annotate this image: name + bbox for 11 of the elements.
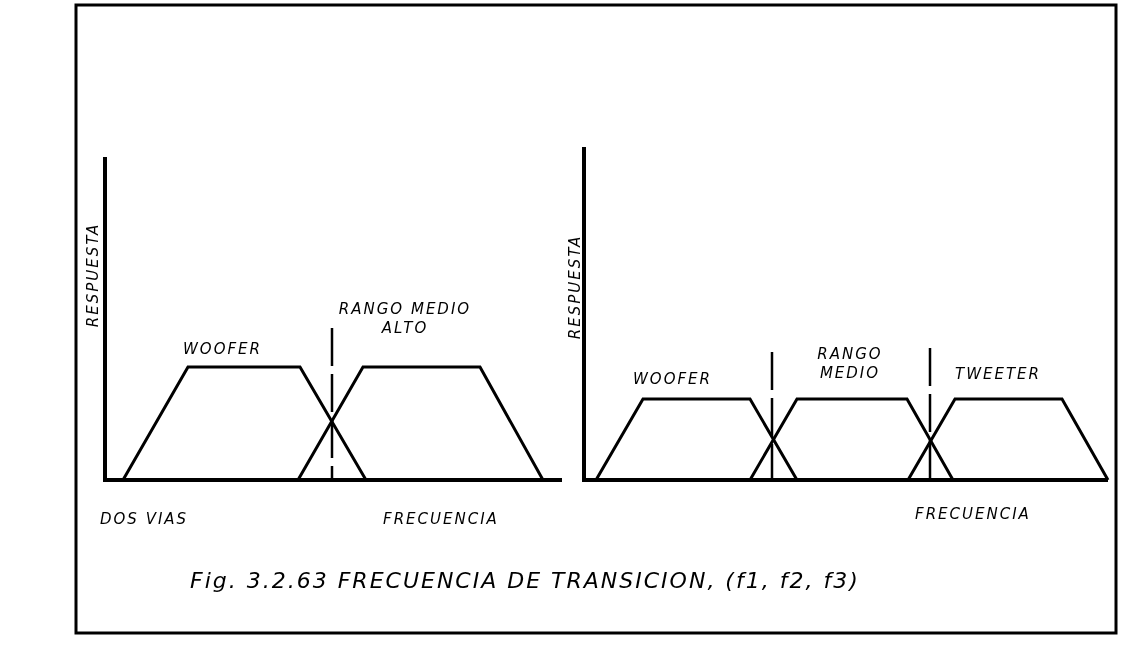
band-label: WOOFER: [183, 340, 262, 359]
chart-label: DOS VIAS: [100, 510, 189, 529]
axis-label: RESPUESTA: [565, 234, 585, 340]
axis-label: FRECUENCIA: [915, 505, 1031, 524]
band-label: TWEETER: [955, 365, 1041, 384]
band-label: WOOFER: [633, 370, 712, 389]
band-label: RANGO MEDIO: [816, 345, 884, 383]
figure-caption: Fig. 3.2.63 FRECUENCIA DE TRANSICION, (f1, f2, f3): [190, 568, 860, 593]
axis-label: FRECUENCIA: [383, 510, 499, 529]
axis-label: RESPUESTA: [83, 222, 103, 328]
band-label: RANGO MEDIO ALTO: [337, 300, 473, 338]
